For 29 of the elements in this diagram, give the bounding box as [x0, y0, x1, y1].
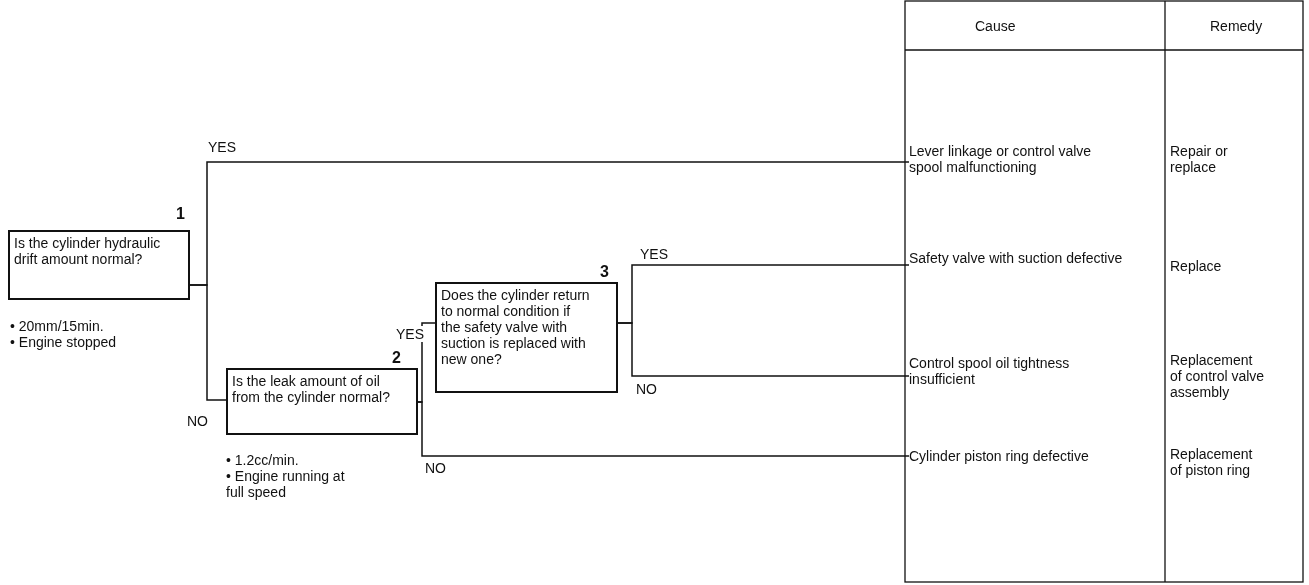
condition-note: • Engine running at full speed — [226, 468, 346, 500]
edge-label: YES — [396, 326, 424, 342]
edge-label: YES — [208, 139, 236, 155]
remedy-text: Replace — [1170, 258, 1223, 274]
condition-note: • 20mm/15min. — [10, 318, 104, 334]
decision-box: Does the cylinder return to normal condition if the safety valve with suction is replaced with new one? — [435, 282, 618, 393]
edge-label: NO — [636, 381, 657, 397]
edge-label: NO — [425, 460, 446, 476]
decision-box: Is the leak amount of oil from the cylinder normal? — [226, 368, 418, 435]
connector-line — [417, 401, 910, 457]
column-header: Remedy — [1210, 18, 1263, 34]
step-number: 1 — [176, 206, 185, 222]
connector-line — [189, 284, 227, 401]
step-number: 2 — [392, 350, 401, 366]
decision-box: Is the cylinder hydraulic drift amount normal? — [8, 230, 190, 300]
remedy-text: Replacement of piston ring — [1170, 446, 1254, 478]
edge-label: YES — [640, 246, 668, 262]
remedy-text: Replacement of control valve assembly — [1170, 352, 1265, 400]
edge-label: NO — [187, 413, 208, 429]
column-header: Cause — [975, 18, 1016, 34]
remedy-text: Repair or replace — [1170, 143, 1229, 175]
connector-line — [617, 322, 910, 377]
cause-text: Safety valve with suction defective — [909, 250, 1124, 284]
cause-text: Control spool oil tightness insufficient — [909, 355, 1124, 389]
condition-note: • Engine stopped — [10, 334, 117, 350]
condition-note: • 1.2cc/min. — [226, 452, 299, 468]
cause-text: Lever linkage or control valve spool malfunctioning — [909, 143, 1124, 177]
cause-text: Cylinder piston ring defective — [909, 448, 1124, 482]
step-number: 3 — [600, 264, 609, 280]
